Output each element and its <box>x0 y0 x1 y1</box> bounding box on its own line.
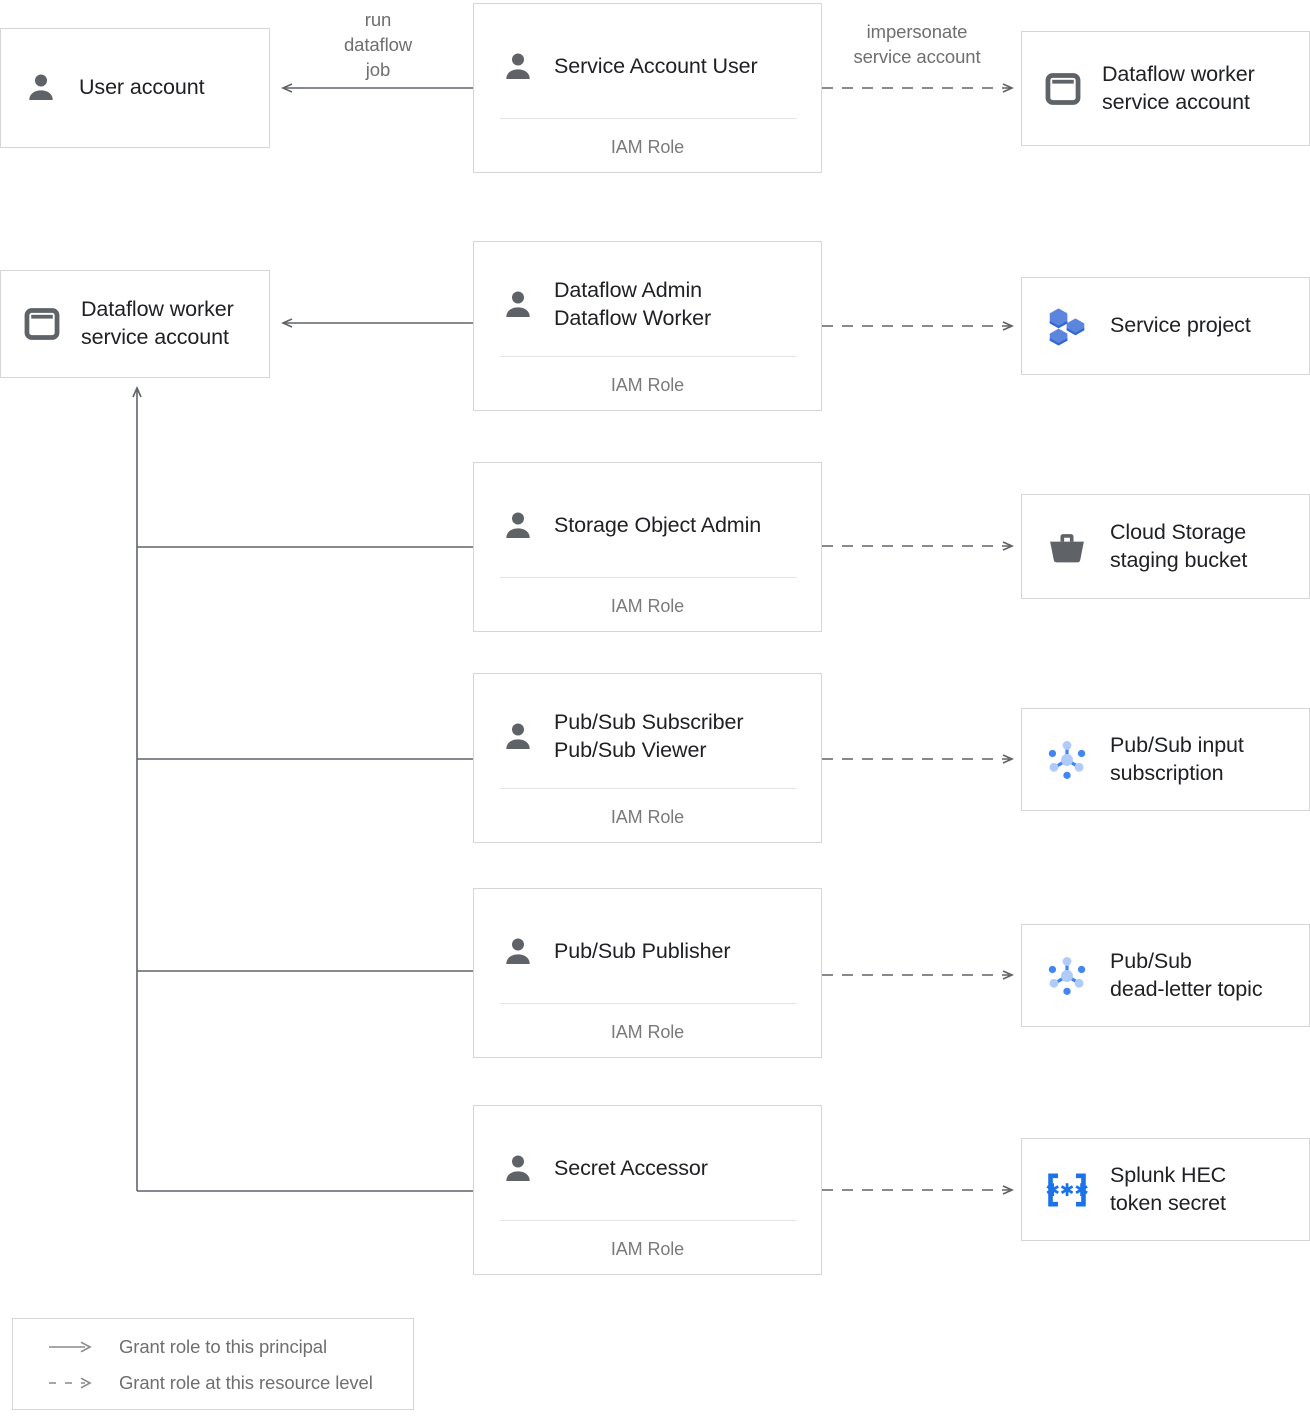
legend: Grant role to this principal Grant role … <box>12 1318 414 1410</box>
person-icon <box>506 723 530 749</box>
legend-item-grant-role-principal: Grant role to this principal <box>13 1329 413 1365</box>
role-card-subtitle: IAM Role <box>610 375 685 395</box>
role-card-subtitle: IAM Role <box>610 1022 685 1042</box>
resource-label: Service project <box>1110 313 1251 338</box>
principal-label: Dataflow worker service account <box>81 297 234 349</box>
legend-item-grant-role-resource: Grant role at this resource level <box>13 1365 413 1401</box>
role-card-subtitle: IAM Role <box>610 807 685 827</box>
role-card-title: Pub/Sub Publisher <box>554 939 731 964</box>
role-card-title: Pub/Sub Subscriber Pub/Sub Viewer <box>554 710 744 762</box>
person-icon <box>506 512 530 538</box>
legend-label: Grant role to this principal <box>119 1336 327 1357</box>
role-card-service-account-user[interactable]: Service Account User IAM Role <box>473 3 822 173</box>
resource-pubsub-input-subscription[interactable]: Pub/Sub input subscription <box>1021 708 1310 811</box>
pubsub-icon <box>1048 956 1086 995</box>
role-card-secret-accessor[interactable]: Secret Accessor IAM Role <box>473 1105 822 1275</box>
connector-label-impersonate-service-account: impersonate service account <box>853 21 981 67</box>
divider <box>500 1220 797 1221</box>
principal-dataflow-worker-service-account[interactable]: Dataflow worker service account <box>0 270 270 378</box>
service-project-icon <box>1049 308 1085 346</box>
legend-label: Grant role at this resource level <box>119 1372 373 1393</box>
person-icon <box>506 1155 530 1181</box>
divider <box>500 1003 797 1004</box>
resource-label: Splunk HEC token secret <box>1110 1162 1227 1215</box>
principal-user-account[interactable]: User account <box>0 28 270 148</box>
role-card-title: Dataflow Admin Dataflow Worker <box>554 278 712 330</box>
divider <box>500 356 797 357</box>
resource-label: Pub/Sub input subscription <box>1110 732 1244 785</box>
resource-cloud-storage-staging-bucket[interactable]: Cloud Storage staging bucket <box>1021 494 1310 599</box>
resource-service-project[interactable]: Service project <box>1021 277 1310 375</box>
service-account-icon <box>1045 72 1081 105</box>
role-card-pubsub-publisher[interactable]: Pub/Sub Publisher IAM Role <box>473 888 822 1058</box>
connector-label-run-dataflow-job: run dataflow job <box>343 9 413 80</box>
person-icon <box>506 291 530 317</box>
resource-splunk-hec-token-secret[interactable]: ✱✱✱ Splunk HEC token secret <box>1021 1138 1310 1241</box>
resource-label: Dataflow worker service account <box>1102 61 1255 114</box>
person-icon <box>506 938 530 964</box>
role-card-title: Secret Accessor <box>554 1156 708 1181</box>
role-card-subtitle: IAM Role <box>610 596 685 616</box>
cloud-storage-icon <box>1050 533 1084 562</box>
resource-dataflow-worker-service-account[interactable]: Dataflow worker service account <box>1021 31 1310 146</box>
person-icon <box>506 53 530 79</box>
service-account-icon <box>24 308 60 340</box>
solid-arrow-icon <box>49 1341 92 1353</box>
resource-label: Pub/Sub dead-letter topic <box>1110 948 1263 1001</box>
principal-label: User account <box>79 75 205 100</box>
resource-label: Cloud Storage staging bucket <box>1110 519 1248 572</box>
pubsub-icon <box>1048 740 1086 779</box>
role-card-storage-object-admin[interactable]: Storage Object Admin IAM Role <box>473 462 822 632</box>
divider <box>500 577 797 578</box>
role-card-subtitle: IAM Role <box>610 1239 685 1259</box>
svg-text:✱✱✱: ✱✱✱ <box>1045 1179 1088 1199</box>
role-card-title: Service Account User <box>554 54 758 79</box>
role-card-title: Storage Object Admin <box>554 513 762 538</box>
dashed-arrow-icon <box>49 1377 92 1389</box>
role-card-dataflow-admin[interactable]: Dataflow Admin Dataflow Worker IAM Role <box>473 241 822 411</box>
person-icon <box>29 74 53 100</box>
divider <box>500 118 797 119</box>
resource-pubsub-dead-letter-topic[interactable]: Pub/Sub dead-letter topic <box>1021 924 1310 1027</box>
role-card-pubsub-subscriber[interactable]: Pub/Sub Subscriber Pub/Sub Viewer IAM Ro… <box>473 673 822 843</box>
secret-manager-icon: ✱✱✱ <box>1045 1173 1089 1206</box>
divider <box>500 788 797 789</box>
role-card-subtitle: IAM Role <box>610 137 685 157</box>
